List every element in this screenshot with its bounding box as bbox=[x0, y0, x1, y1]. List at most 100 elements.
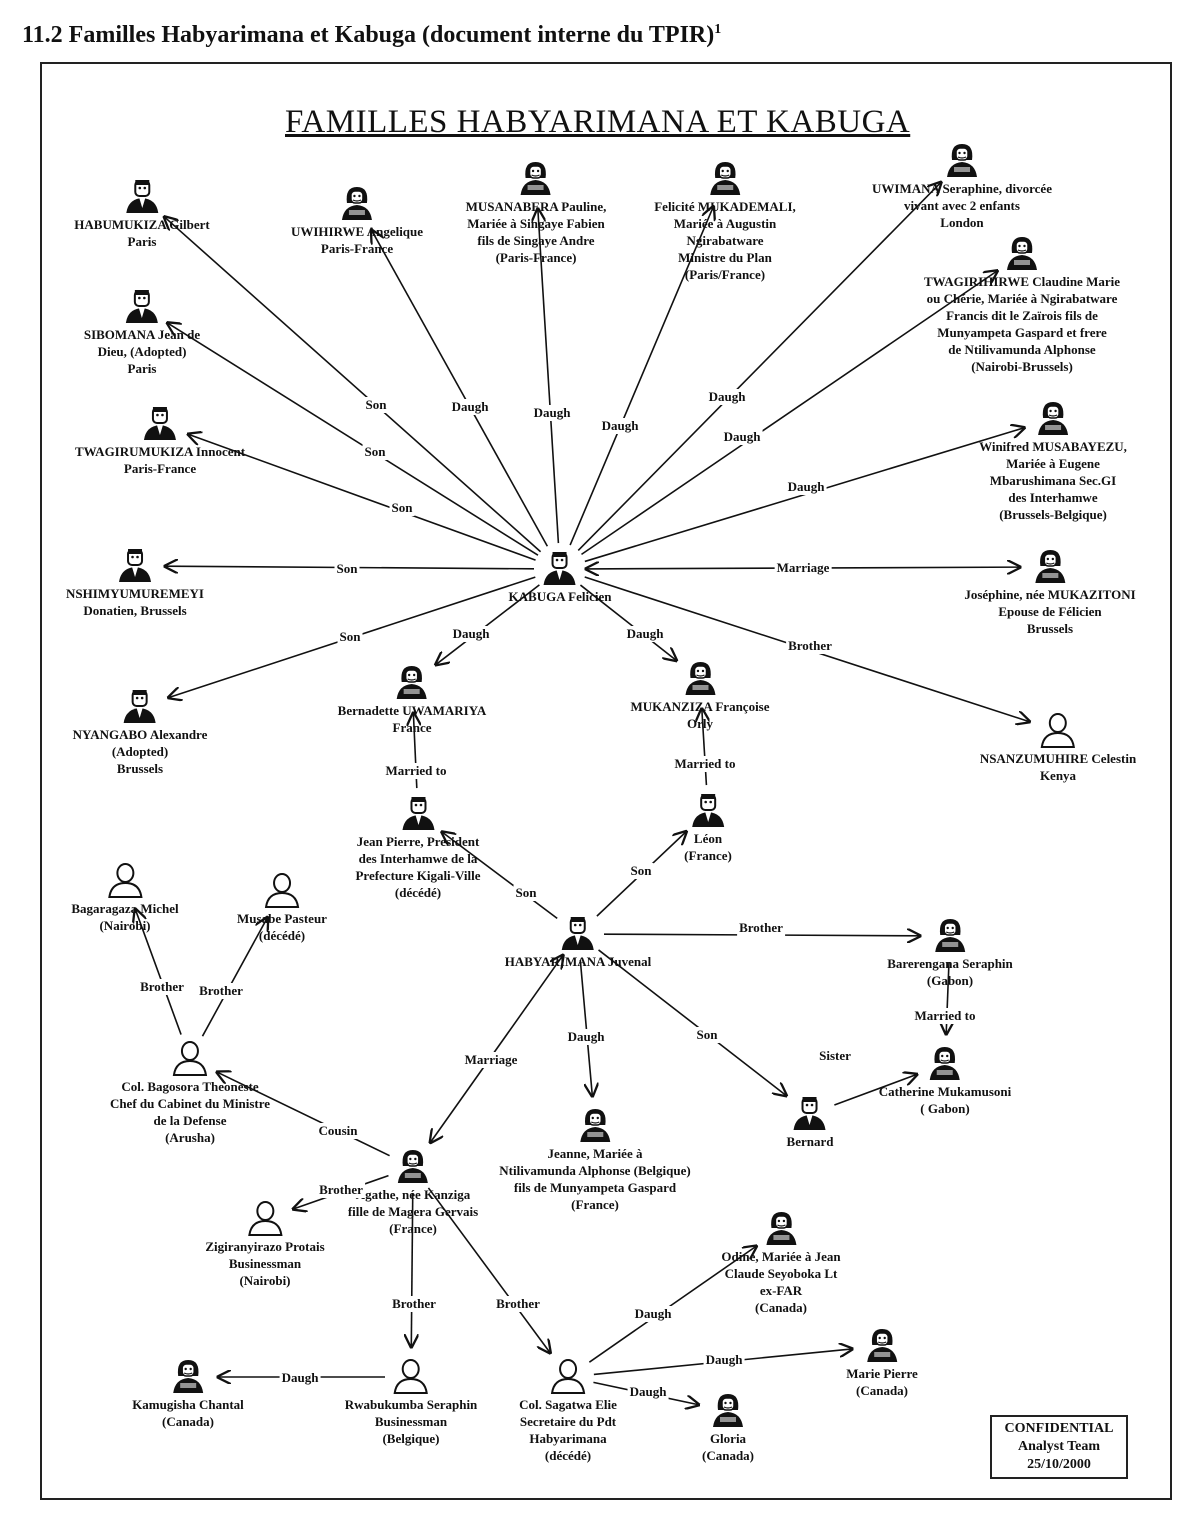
woman-icon bbox=[879, 1045, 1012, 1081]
man-icon bbox=[84, 288, 200, 324]
person-label-line: KABUGA Felicien bbox=[508, 589, 612, 604]
person-label-line: (Paris/France) bbox=[684, 267, 766, 282]
relation-label: Daugh bbox=[565, 1029, 607, 1045]
person-label-line: Zigiranyirazo Protais bbox=[205, 1239, 325, 1254]
person-label-line: UWIMANA Seraphine, divorcée bbox=[872, 181, 1052, 196]
woman-icon bbox=[338, 664, 487, 700]
person-label-line: (Canada) bbox=[701, 1448, 755, 1463]
man-icon bbox=[684, 792, 732, 828]
person-label-line: (Canada) bbox=[754, 1300, 807, 1315]
person-label-line: HABUMUKIZA Gilbert bbox=[74, 217, 210, 232]
relation-label: Daugh bbox=[706, 389, 748, 405]
person-label-line: (Adopted) bbox=[111, 744, 169, 759]
relation-label: Son bbox=[628, 863, 654, 879]
person-label-line: (décédé) bbox=[394, 885, 442, 900]
person-label-line: (Nairobi) bbox=[99, 918, 151, 933]
person-label-line: (France) bbox=[389, 1221, 437, 1236]
diagram-title: FAMILLES HABYARIMANA ET KABUGA bbox=[285, 104, 911, 140]
page-heading: 11.2 Familles Habyarimana et Kabuga (doc… bbox=[22, 22, 722, 48]
relation-label: Brother bbox=[494, 1296, 542, 1312]
relation-label: Brother bbox=[786, 638, 834, 654]
relation-label: Son bbox=[363, 397, 389, 413]
person-label-line: Agathe, née Kanziga bbox=[355, 1187, 471, 1202]
person-label-line: (Arusha) bbox=[165, 1130, 215, 1145]
person-label-line: Marie Pierre bbox=[846, 1366, 918, 1381]
person-label-line: Donatien, Brussels bbox=[83, 603, 187, 618]
stamp-line-3: 25/10/2000 bbox=[1027, 1457, 1091, 1472]
man-icon bbox=[66, 547, 204, 583]
person-label-line: Businessman bbox=[228, 1256, 302, 1271]
man-icon bbox=[74, 178, 209, 214]
person-label-line: Felicité MUKADEMALI, bbox=[654, 199, 796, 214]
person-icon bbox=[205, 1200, 324, 1236]
relation-edge bbox=[577, 182, 941, 552]
person-label-line: Mariée à Augustin bbox=[673, 216, 777, 231]
person-label-line: Ministre du Plan bbox=[678, 250, 772, 265]
relation-edge bbox=[579, 959, 592, 1096]
person-label-line: NSHIMYUMUREMEYI bbox=[66, 586, 204, 601]
person-label-line: (Gabon) bbox=[926, 973, 974, 988]
person-label-line: TWAGIRUMUKIZA Innocent bbox=[74, 444, 246, 459]
person-label-line: Epouse de Félicien bbox=[998, 604, 1102, 619]
person-label-line: Joséphine, née MUKAZITONI bbox=[964, 587, 1136, 602]
relation-label: Daugh bbox=[627, 1384, 669, 1400]
woman-icon bbox=[654, 160, 796, 196]
person-label-line: Jeanne, Mariée à bbox=[547, 1146, 643, 1161]
person-leon: Léon(France) bbox=[684, 792, 732, 864]
person-label-line: Brussels bbox=[1026, 621, 1074, 636]
person-label-line: fils de Munyampeta Gaspard bbox=[513, 1180, 677, 1195]
relation-edge bbox=[411, 1192, 412, 1347]
woman-icon bbox=[499, 1107, 690, 1143]
person-label-line: Orly bbox=[687, 716, 713, 731]
relation-edge bbox=[538, 209, 560, 544]
person-label-line: Businessman bbox=[374, 1414, 448, 1429]
person-label-line: fils de Singaye Andre bbox=[477, 233, 595, 248]
person-kamugisha: Kamugisha Chantal(Canada) bbox=[132, 1358, 244, 1430]
relation-label: Daugh bbox=[599, 418, 641, 434]
relation-label: Son bbox=[334, 561, 360, 577]
person-label-line: Catherine Mukamusoni bbox=[878, 1084, 1012, 1099]
relation-edge bbox=[201, 917, 267, 1037]
person-label-line: Dieu, (Adopted) bbox=[97, 344, 187, 359]
person-label-line: Prefecture Kigali-Ville bbox=[355, 868, 481, 883]
woman-icon bbox=[872, 142, 1052, 178]
person-label-line: (Brussels-Belgique) bbox=[999, 507, 1107, 522]
person-icon bbox=[519, 1358, 617, 1394]
person-label-line: Paris bbox=[127, 234, 157, 249]
relation-edge bbox=[217, 1072, 390, 1157]
relation-label: Marriage bbox=[462, 1052, 520, 1068]
person-label-line: Mariée à Singaye Fabien bbox=[467, 216, 605, 231]
person-habyarimana: HABYARIMANA Juvenal bbox=[505, 915, 651, 970]
person-label-line: NSANZUMUHIRE Celestin bbox=[979, 751, 1137, 766]
person-label-line: Mariée à Eugene bbox=[1006, 456, 1100, 471]
relation-label: Daugh bbox=[624, 626, 666, 642]
person-label-line: Brussels bbox=[116, 761, 164, 776]
woman-icon bbox=[846, 1327, 918, 1363]
man-icon bbox=[787, 1095, 834, 1131]
relation-label: Daugh bbox=[449, 399, 491, 415]
person-label-line: Paris bbox=[127, 361, 157, 376]
relation-label: Married to bbox=[672, 756, 738, 772]
person-musanabera: MUSANABERA Pauline,Mariée à Singaye Fabi… bbox=[466, 160, 606, 266]
relation-edge bbox=[702, 709, 707, 786]
person-label-line: Bernadette UWAMARIYA bbox=[337, 703, 487, 718]
relation-label: Daugh bbox=[721, 429, 763, 445]
person-label-line: UWIHIRWE Angelique bbox=[290, 224, 424, 239]
relation-label: Daugh bbox=[703, 1352, 745, 1368]
relation-label: Daugh bbox=[450, 626, 492, 642]
relation-edge bbox=[581, 271, 997, 556]
man-icon bbox=[355, 795, 480, 831]
person-label-line: Kamugisha Chantal bbox=[132, 1397, 244, 1412]
person-label-line: fille de Magera Gervais bbox=[347, 1204, 479, 1219]
person-label-line: London bbox=[940, 215, 984, 230]
